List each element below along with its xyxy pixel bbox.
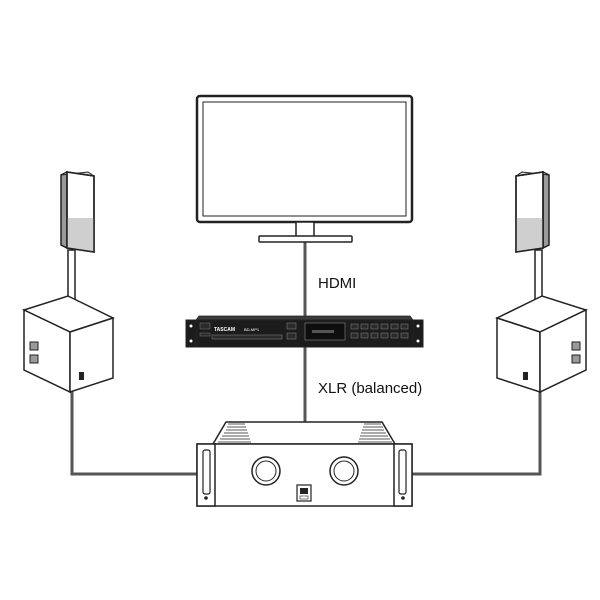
player-model: BD-MP1 [244,327,260,332]
cables [70,238,542,476]
subwoofer-left-icon [21,295,115,394]
amp-knob-right [329,456,359,486]
heatsink-left [218,423,251,443]
left-speaker-cable [70,388,202,476]
xlr-label: XLR (balanced) [318,380,422,397]
amp-power-switch [296,484,312,502]
player-brand: TASCAM [214,327,235,333]
right-speaker-cable [408,388,542,476]
speaker-right-icon [515,170,550,253]
blu-ray-player-icon: TASCAM BD-MP1 [185,315,424,348]
amp-knob-left [251,456,281,486]
power-amplifier-icon [196,421,413,507]
speaker-left-icon [60,170,95,253]
subwoofer-right-icon [495,295,589,394]
heatsink-right [358,423,392,443]
tv-monitor-icon [195,94,414,243]
hdmi-label: HDMI [318,275,356,292]
